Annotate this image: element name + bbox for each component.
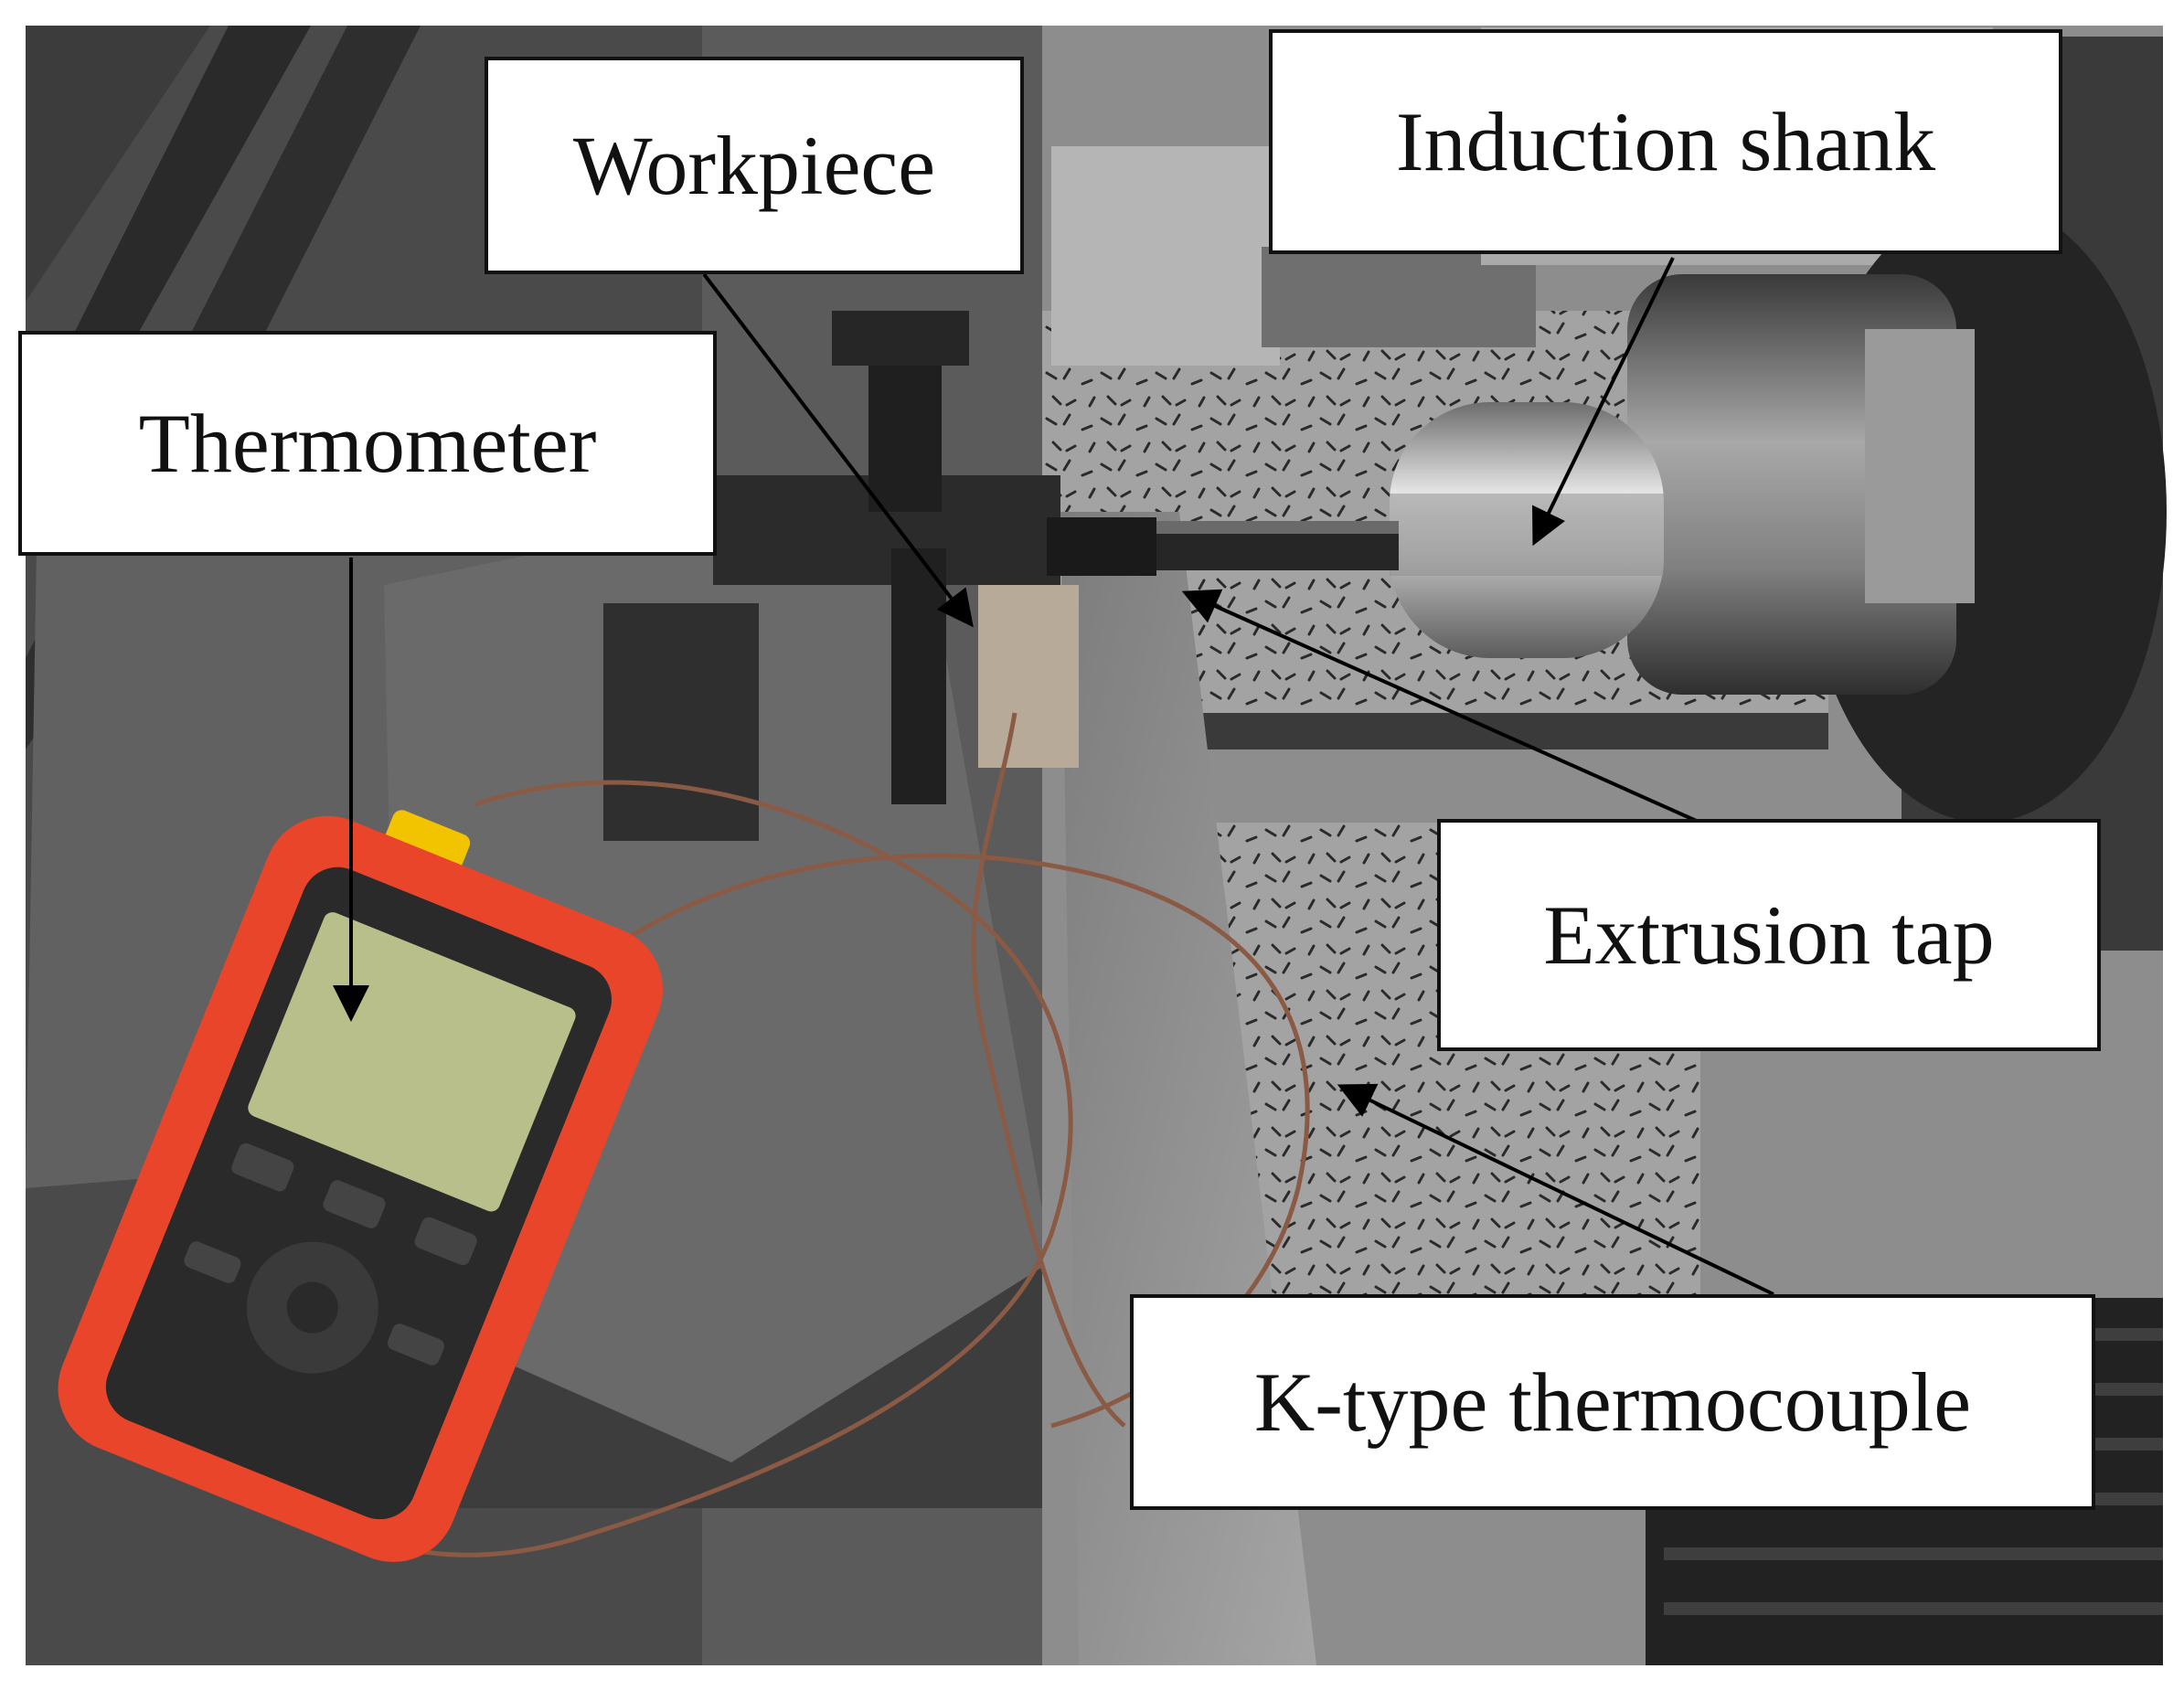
arrow-thermocouple	[1337, 1083, 1774, 1296]
label-induction-shank: Induction shank	[1269, 29, 2062, 254]
thermometer-device	[58, 810, 664, 1562]
pointer-arrows	[333, 257, 1774, 1296]
arrow-extrusion-tap	[1181, 589, 1701, 824]
label-thermocouple: K-type thermocouple	[1130, 1294, 2095, 1510]
arrow-induction-shank	[1532, 257, 1675, 547]
extrusion-tap-tip	[1047, 517, 1156, 576]
arrow-workpiece	[702, 272, 974, 628]
label-workpiece: Workpiece	[485, 57, 1024, 274]
workpiece-block	[978, 585, 1079, 768]
label-thermometer: Thermometer	[18, 331, 717, 556]
spindle-assembly	[1047, 37, 2167, 951]
thermometer-screen	[248, 912, 576, 1212]
label-extrusion-tap: Extrusion tap	[1437, 819, 2101, 1051]
clamp-fixture	[603, 311, 1079, 841]
